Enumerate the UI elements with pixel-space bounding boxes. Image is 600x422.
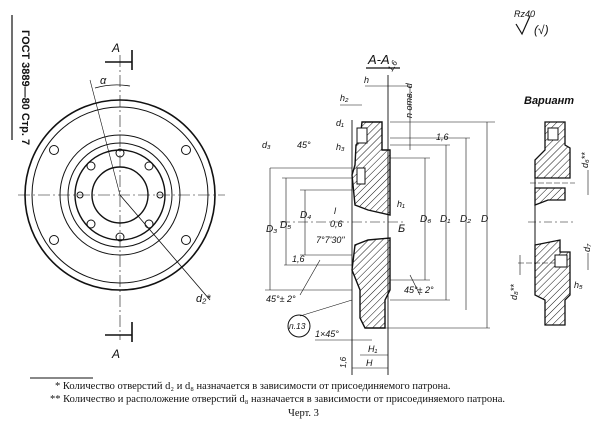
label-roughness-top: 1,6	[436, 132, 449, 142]
label-chamfer45: 45°	[297, 140, 311, 150]
label-h5: h₅	[574, 280, 583, 290]
roughness-check-icon	[515, 15, 531, 36]
label-D2: D₂	[460, 214, 471, 225]
label-h3: h₃	[336, 142, 345, 152]
label-rough-bottom: 1,6	[339, 356, 348, 368]
section-title: А-А	[367, 52, 390, 67]
footnote-1: * Количество отверстий d₂ и d₈ назначает…	[55, 381, 451, 392]
cut-mark-top: А	[111, 41, 120, 55]
section-labels: h h₂ h₃ h₁ 1,6 n отв. d d₁ d₃ 45° l 0,6 …	[262, 58, 488, 368]
label-d6: d₆**	[580, 152, 590, 168]
label-D3: D₃	[266, 224, 277, 235]
label-chamfer-1x45: 1×45°	[315, 329, 339, 339]
variant-view	[518, 121, 589, 326]
hole-label: d₂*	[196, 293, 211, 305]
figure-caption: Черт. 3	[288, 408, 319, 419]
footnote-2: ** Количество и расположение отверстий d…	[50, 394, 506, 405]
label-D4: D₄	[300, 210, 311, 221]
label-D: D	[481, 214, 488, 225]
label-D1: D₁	[440, 214, 450, 225]
label-H: H	[366, 358, 373, 368]
variant-title: Вариант	[524, 95, 574, 107]
section-view	[265, 75, 495, 375]
label-gap: 0,6	[330, 219, 343, 229]
label-h: h	[364, 75, 369, 85]
label-D6: D₆	[420, 214, 431, 225]
label-D5: D₅	[280, 220, 291, 231]
label-angle: 7°7'30"	[316, 235, 345, 245]
label-H1: H₁	[368, 344, 377, 354]
front-view	[18, 50, 225, 342]
label-b: Б	[398, 223, 405, 235]
note-ref: п.13	[289, 321, 306, 331]
cut-mark-bottom: А	[111, 347, 120, 361]
label-l: l	[334, 206, 337, 216]
label-d1: d₁	[336, 118, 344, 128]
roughness-suffix: (√)	[534, 23, 549, 37]
label-h2: h₂	[340, 93, 349, 103]
label-d3: d₃	[262, 140, 271, 150]
label-rough-left: 1,6	[292, 254, 305, 264]
angle-label: α	[100, 75, 107, 87]
label-chamfer-right: 45°± 2°	[404, 285, 434, 295]
roughness-label: Rz40	[514, 9, 535, 19]
label-h1: h₁	[397, 199, 405, 209]
label-d7: d₇	[582, 243, 592, 252]
label-chamfer-left: 45°± 2°	[266, 294, 296, 304]
label-holes: n отв. d	[404, 82, 414, 118]
label-d8: d₈**	[509, 284, 519, 300]
